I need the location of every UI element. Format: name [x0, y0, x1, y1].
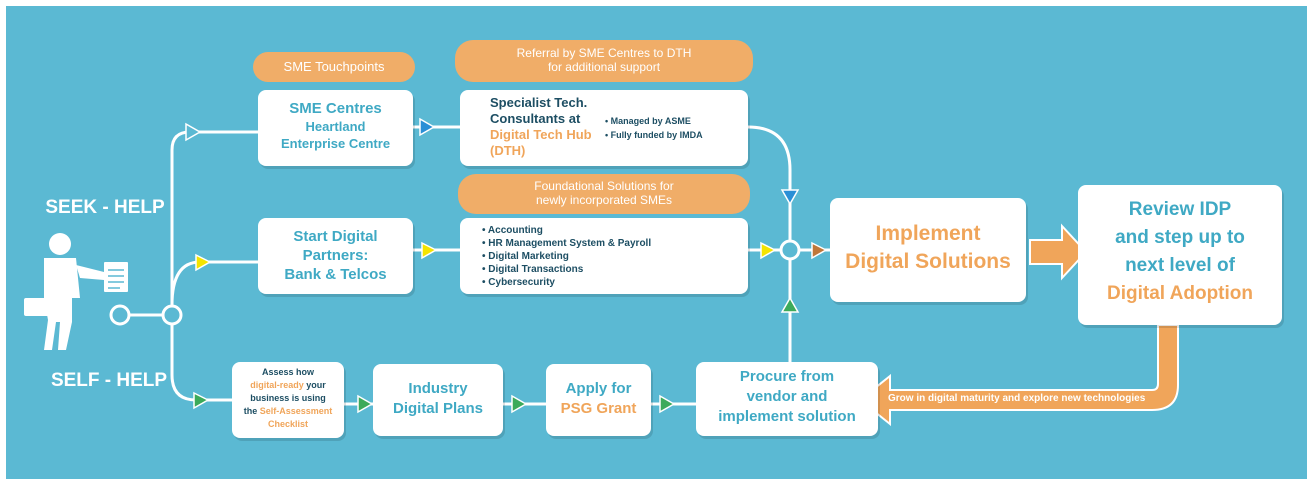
solution-item: • HR Management System & Payroll — [482, 238, 652, 249]
review-line1: Review IDP — [1128, 199, 1232, 220]
industry-box: Industry Digital Plans — [373, 364, 503, 436]
review-box: Review IDP and step up to next level of … — [1078, 185, 1282, 325]
industry-line1: Industry — [408, 380, 468, 397]
review-line4: Digital Adoption — [1107, 283, 1253, 304]
psg-box: Apply for PSG Grant — [546, 364, 651, 436]
assess-line1: Assess how — [261, 367, 315, 377]
review-line2: and step up to — [1115, 227, 1245, 248]
businessman-icon — [24, 233, 128, 350]
arrow-icon — [780, 189, 800, 206]
assess-box: Assess how digital-ready your business i… — [232, 362, 344, 438]
procure-box: Procure from vendor and implement soluti… — [696, 362, 878, 436]
specialist-line4: (DTH) — [490, 143, 526, 158]
start-node — [109, 304, 131, 326]
return-arrow-icon — [858, 324, 1179, 427]
procure-line2: vendor and — [746, 388, 828, 405]
implement-line1: Implement — [875, 222, 981, 245]
specialist-line3: Digital Tech Hub — [490, 127, 592, 142]
start-digital-line3: Bank & Telcos — [284, 266, 387, 283]
arrow-icon — [511, 394, 528, 414]
psg-line1: Apply for — [565, 380, 632, 397]
sme-centres-title: SME Centres — [289, 100, 382, 117]
arrow-icon — [193, 391, 210, 410]
specialist-bullet1: • Managed by ASME — [605, 116, 691, 126]
branch-node — [161, 304, 183, 326]
arrow-icon — [357, 394, 374, 414]
solutions-list-box: • Accounting • HR Management System & Pa… — [460, 218, 748, 294]
specialist-bullet2: • Fully funded by IMDA — [605, 130, 703, 140]
referral-line2: for additional support — [547, 60, 661, 74]
assess-digital-ready: digital-ready — [250, 380, 304, 390]
merge-node — [779, 239, 801, 261]
grow-label: Grow in digital maturity and explore new… — [888, 393, 1146, 404]
foundational-pill: Foundational Solutions for newly incorpo… — [458, 174, 750, 214]
sme-centres-line3: Enterprise Centre — [280, 136, 391, 151]
industry-line2: Digital Plans — [392, 400, 484, 417]
seek-help-label: SEEK - HELP — [45, 197, 165, 218]
assess-line2: digital-ready your — [232, 380, 344, 390]
implement-box: Implement Digital Solutions — [830, 198, 1026, 302]
start-digital-line1: Start Digital — [293, 228, 378, 245]
assess-the: the — [243, 406, 260, 416]
solution-item: • Accounting — [482, 225, 543, 236]
assess-your: your — [303, 380, 326, 390]
sme-centres-line2: Heartland — [305, 119, 366, 134]
sme-touchpoints-pill: SME Touchpoints — [253, 52, 415, 82]
assess-line4: the Self-Assessment — [232, 406, 344, 416]
solutions-list: • Accounting • HR Management System & Pa… — [482, 224, 651, 289]
foundational-line2: newly incorporated SMEs — [535, 193, 673, 207]
solution-item: • Cybersecurity — [482, 277, 555, 288]
arrow-icon — [421, 241, 438, 260]
arrow-icon — [185, 122, 202, 142]
specialist-box: Specialist Tech. Consultants at Digital … — [460, 90, 748, 166]
review-line3: next level of — [1125, 255, 1235, 276]
start-digital-box: Start Digital Partners: Bank & Telcos — [258, 218, 413, 294]
arrow-icon — [419, 117, 436, 137]
arrow-icon — [659, 394, 676, 414]
arrow-icon — [780, 296, 800, 313]
procure-line1: Procure from — [739, 368, 835, 385]
referral-pill: Referral by SME Centres to DTH for addit… — [455, 40, 753, 82]
solution-item: • Digital Marketing — [482, 251, 569, 262]
psg-line2: PSG Grant — [560, 400, 637, 417]
self-help-label: SELF - HELP — [50, 370, 168, 391]
assess-line3: business is using — [250, 393, 326, 403]
start-digital-line2: Partners: — [302, 247, 369, 264]
specialist-line2: Consultants at — [490, 111, 581, 126]
referral-line1: Referral by SME Centres to DTH — [516, 46, 692, 60]
big-arrow-icon — [1029, 223, 1088, 281]
solution-item: • Digital Transactions — [482, 264, 584, 275]
specialist-line1: Specialist Tech. — [490, 95, 588, 110]
sme-centres-box: SME Centres Heartland Enterprise Centre — [258, 90, 413, 166]
implement-line2: Digital Solutions — [845, 250, 1011, 273]
assess-line5: Checklist — [267, 419, 309, 429]
procure-line3: implement solution — [718, 408, 856, 425]
arrow-icon — [811, 241, 828, 260]
arrow-icon — [195, 253, 212, 272]
arrow-icon — [760, 241, 777, 260]
foundational-line1: Foundational Solutions for — [534, 179, 674, 193]
assess-self-assessment: Self-Assessment — [259, 406, 333, 416]
